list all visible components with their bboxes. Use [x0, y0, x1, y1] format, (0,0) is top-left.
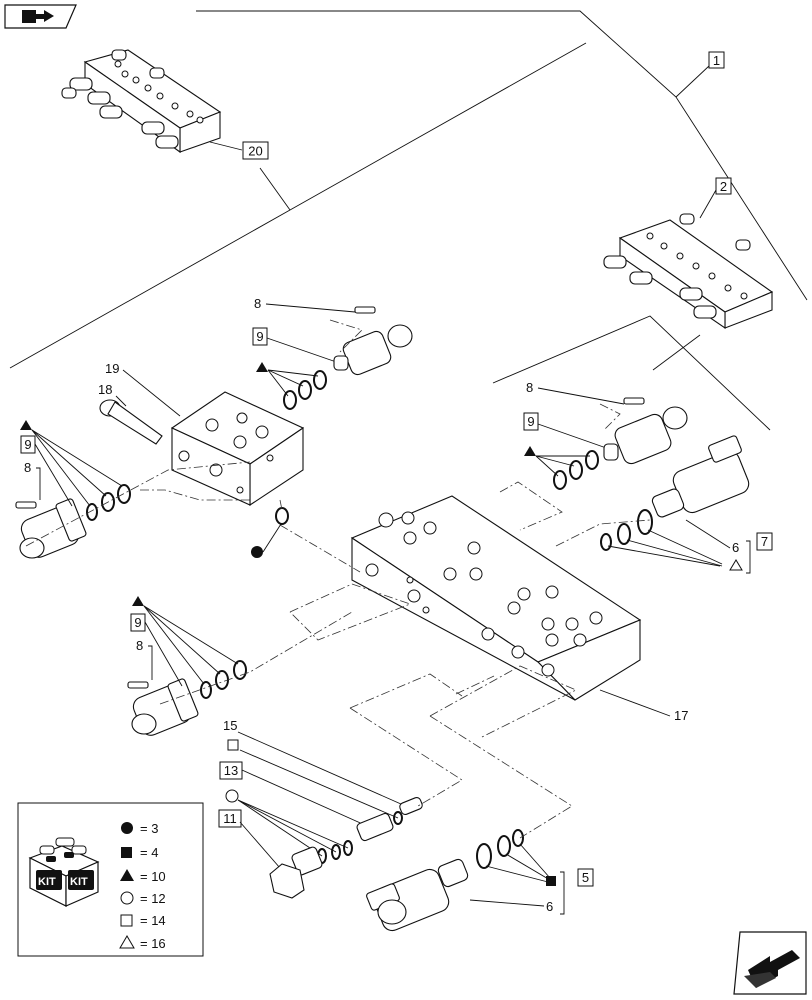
- callout-9-right: 9: [523, 412, 539, 431]
- open-circle-marker: [225, 789, 239, 803]
- callout-1: 1: [708, 51, 725, 69]
- kit-box-icon: [28, 837, 100, 907]
- callout-8-upper: 8: [254, 296, 261, 311]
- callout-11: 11: [218, 809, 242, 828]
- svg-text:9: 9: [24, 437, 31, 452]
- assembly-20-leader: [259, 167, 291, 211]
- screw-left: [15, 501, 37, 509]
- screw-lower: [127, 681, 149, 689]
- legend-filled-triangle-icon: [120, 869, 134, 881]
- kit-legend: KIT KIT = 3 = 4 = 10 = 12 = 14 = 16: [17, 802, 204, 957]
- solenoid-valve-left: [19, 498, 87, 559]
- legend-filled-square-icon: [121, 847, 132, 858]
- filled-triangle-marker-right: [524, 446, 536, 456]
- screw-upper: [354, 306, 376, 314]
- callout-7: 7: [756, 532, 773, 551]
- pressure-sensor-7: [651, 435, 750, 518]
- solenoid-valve-upper: [333, 324, 413, 376]
- callout-5: 5: [577, 868, 594, 887]
- legend-row-open-triangle: = 16: [140, 936, 166, 951]
- filled-square-marker: [546, 876, 556, 886]
- legend-open-triangle-icon: [119, 935, 135, 949]
- callout-9-lower: 9: [130, 613, 146, 632]
- valve-bank-assembly-20: [61, 49, 222, 154]
- svg-text:9: 9: [256, 329, 263, 344]
- callout-2: 2: [715, 177, 732, 195]
- legend-row-open-circle: = 12: [140, 891, 166, 906]
- filled-triangle-marker-upper: [256, 362, 268, 372]
- legend-row-filled-square: = 4: [140, 845, 158, 860]
- svg-text:2: 2: [720, 179, 727, 194]
- callout-9-upper: 9: [252, 327, 268, 346]
- legend-row-open-square: = 14: [140, 913, 166, 928]
- valve-bank-assembly-2: [603, 213, 774, 330]
- callout-18: 18: [98, 382, 112, 397]
- callout-8-lower: 8: [136, 638, 143, 653]
- manifold-block-17: [350, 495, 642, 701]
- callout-1-leader: [675, 65, 710, 98]
- callout-8-right: 8: [526, 380, 533, 395]
- manifold-block-19: [170, 391, 305, 507]
- next-page-arrow-icon[interactable]: [733, 931, 807, 995]
- legend-row-filled-triangle: = 10: [140, 869, 166, 884]
- open-square-marker: [227, 739, 239, 751]
- svg-text:20: 20: [248, 144, 262, 159]
- assembly-2-leader: [652, 334, 701, 371]
- svg-text:1: 1: [713, 53, 720, 68]
- svg-text:9: 9: [527, 414, 534, 429]
- callout-6-bottom: 6: [546, 899, 553, 914]
- solenoid-valve-right: [603, 406, 688, 465]
- svg-text:5: 5: [582, 870, 589, 885]
- filled-circle-marker: [251, 546, 263, 558]
- solenoid-valve-lower: [131, 678, 199, 736]
- previous-page-arrow-icon[interactable]: [4, 4, 77, 29]
- bolt-18: [99, 399, 163, 445]
- filled-triangle-marker-left: [20, 420, 32, 430]
- cartridge-15: [399, 796, 423, 816]
- callout-19: 19: [105, 361, 119, 376]
- callout-17: 17: [674, 708, 688, 723]
- cartridge-13: [356, 812, 394, 842]
- legend-row-filled-circle: = 3: [140, 821, 158, 836]
- open-triangle-marker-right: [729, 559, 743, 571]
- legend-filled-circle-icon: [121, 822, 133, 834]
- legend-open-circle-icon: [120, 891, 134, 905]
- kit-label-right: KIT: [70, 876, 88, 888]
- callout-6-right: 6: [732, 540, 739, 555]
- assembly-1-outline: [196, 10, 808, 301]
- kit-label-left: KIT: [38, 876, 56, 888]
- legend-open-square-icon: [120, 914, 133, 927]
- svg-text:13: 13: [224, 763, 238, 778]
- svg-text:11: 11: [223, 811, 237, 826]
- callout-13: 13: [219, 761, 243, 780]
- callout-20: 20: [242, 141, 269, 160]
- callout-9-left: 9: [20, 435, 36, 454]
- svg-text:9: 9: [134, 615, 141, 630]
- plug-11: [269, 846, 323, 899]
- callout-15: 15: [223, 718, 237, 733]
- assembly-2-bracket: [492, 315, 771, 431]
- screw-right: [623, 397, 645, 405]
- svg-text:7: 7: [761, 534, 768, 549]
- pressure-sensor-5: [366, 858, 469, 932]
- filled-triangle-marker-lower: [132, 596, 144, 606]
- o-ring-small: [275, 507, 289, 525]
- callout-8-left: 8: [24, 460, 31, 475]
